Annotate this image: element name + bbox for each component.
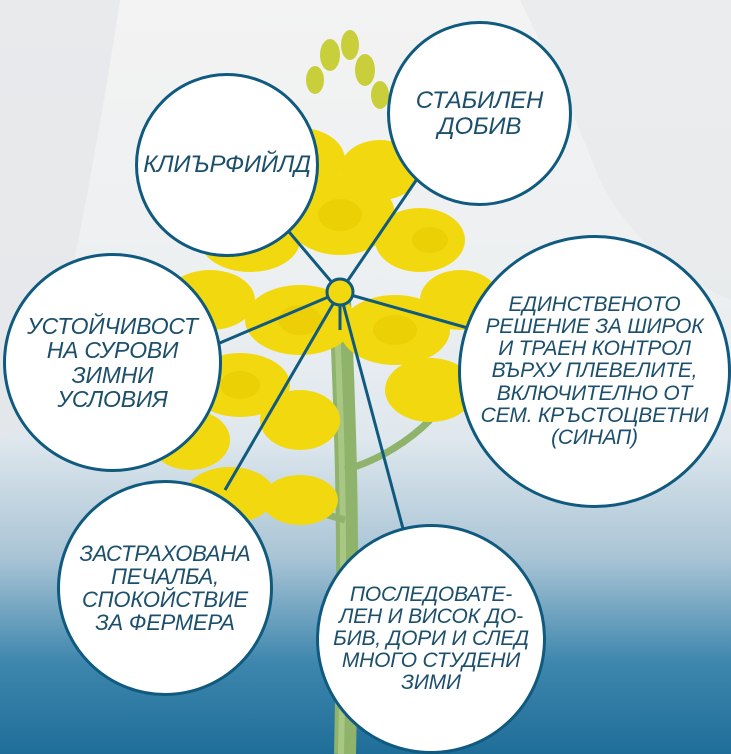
bubble-winter-resistance-text: УСТОЙЧИВОСТ НА СУРОВИ ЗИМНИ УСЛОВИЯ — [27, 313, 198, 412]
bubble-clearfield: КЛИЪРФИЙЛД — [135, 73, 319, 257]
connector-high-yield — [338, 291, 412, 556]
connector-weed-control — [339, 290, 476, 332]
connector-secured-profit — [223, 291, 342, 491]
bubble-high-yield: ПОСЛЕДОВАТЕ- ЛЕН И ВИСОК ДО- БИВ, ДОРИ И… — [316, 524, 546, 754]
bubble-winter-resistance: УСТОЙЧИВОСТ НА СУРОВИ ЗИМНИ УСЛОВИЯ — [3, 253, 222, 472]
bubble-stable-yield: СТАБИЛЕН ДОБИВ — [387, 21, 572, 206]
bubble-stable-yield-text: СТАБИЛЕН ДОБИВ — [415, 87, 544, 140]
bubble-secured-profit-text: ЗАСТРАХОВАНА ПЕЧАЛБА, СПОКОЙСТВИЕ ЗА ФЕР… — [79, 540, 251, 636]
bubble-weed-control-text: ЕДИНСТВЕНОТО РЕШЕНИЕ ЗА ШИРОК И ТРАЕН КО… — [480, 293, 709, 449]
connector-winter-resistance — [214, 290, 341, 347]
bubble-secured-profit: ЗАСТРАХОВАНА ПЕЧАЛБА, СПОКОЙСТВИЕ ЗА ФЕР… — [57, 480, 273, 696]
connector-stable-yield — [338, 159, 432, 293]
bubble-weed-control: ЕДИНСТВЕНОТО РЕШЕНИЕ ЗА ШИРОК И ТРАЕН КО… — [458, 235, 731, 508]
hub — [325, 277, 355, 307]
bubble-high-yield-text: ПОСЛЕДОВАТЕ- ЛЕН И ВИСОК ДО- БИВ, ДОРИ И… — [333, 582, 529, 695]
bubble-clearfield-text: КЛИЪРФИЙЛД — [143, 151, 311, 179]
